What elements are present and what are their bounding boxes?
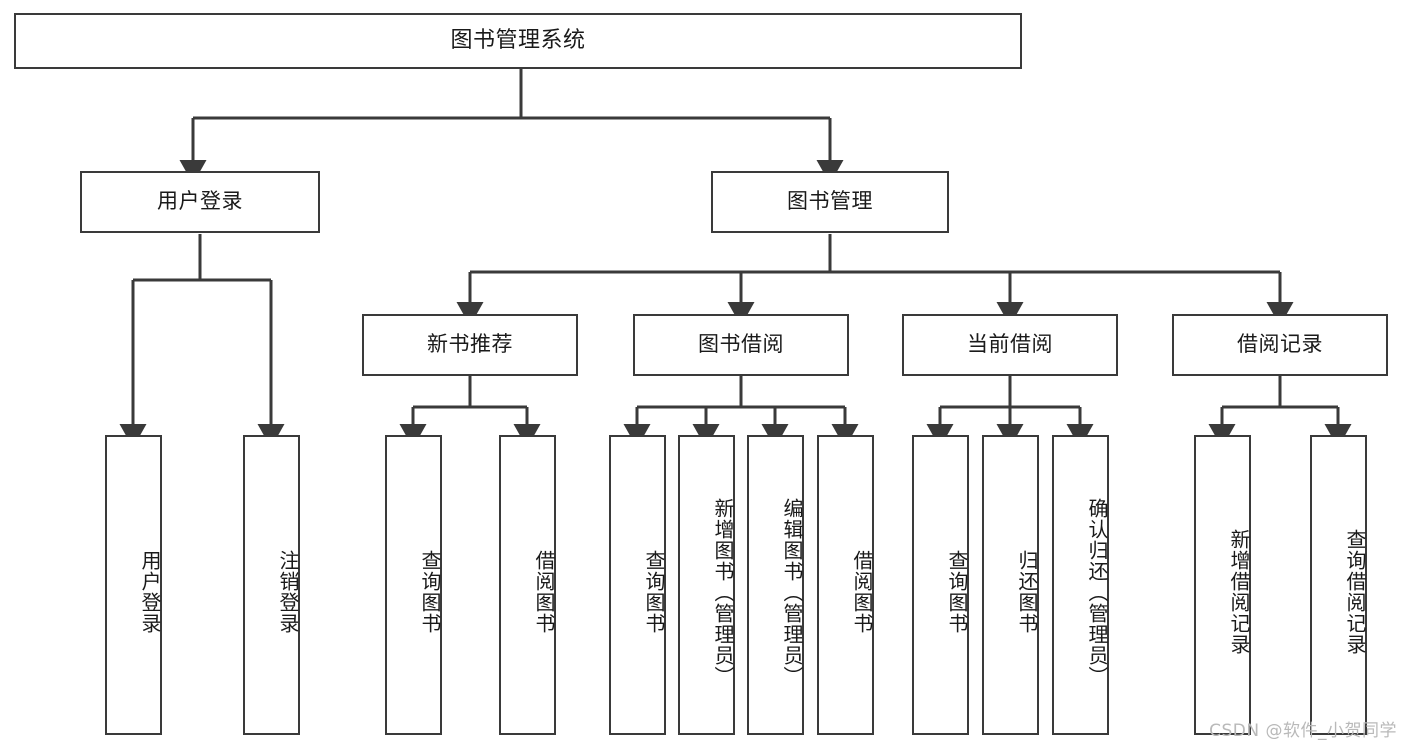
- node-label: 借阅图书: [850, 550, 874, 634]
- node-label: 查询图书: [945, 550, 969, 634]
- leaf-new-book-query[interactable]: 查询图书: [385, 435, 442, 735]
- leaf-user-login-logout[interactable]: 注销登录: [243, 435, 300, 735]
- edges-new-book: [399, 376, 541, 448]
- node-label: 图书管理: [787, 189, 873, 214]
- edges-book-manage: [456, 234, 1294, 326]
- node-label: 图书借阅: [698, 332, 784, 357]
- node-book-management[interactable]: 图书管理: [711, 171, 949, 233]
- node-label: 借阅记录: [1237, 332, 1323, 357]
- node-current-borrow[interactable]: 当前借阅: [902, 314, 1118, 376]
- node-label: 用户登录: [157, 189, 243, 214]
- edges-book-borrow: [623, 376, 859, 448]
- leaf-current-borrow-confirm-return[interactable]: 确认归还（管理员）: [1052, 435, 1109, 735]
- leaf-current-borrow-return[interactable]: 归还图书: [982, 435, 1039, 735]
- edges-user-login: [119, 234, 285, 448]
- node-label: 新增图书（管理员）: [711, 497, 735, 687]
- watermark-text: CSDN @软件_小贺同学: [1209, 721, 1397, 741]
- node-new-book-recommend[interactable]: 新书推荐: [362, 314, 578, 376]
- node-label: 当前借阅: [967, 332, 1053, 357]
- node-label: 注销登录: [276, 550, 300, 634]
- node-label: 查询借阅记录: [1343, 529, 1367, 655]
- node-label: 借阅图书: [532, 550, 556, 634]
- leaf-borrow-record-add[interactable]: 新增借阅记录: [1194, 435, 1251, 735]
- leaf-borrow-record-query[interactable]: 查询借阅记录: [1310, 435, 1367, 735]
- edges-borrow-record: [1208, 376, 1352, 448]
- node-label: 查询图书: [418, 550, 442, 634]
- edges-root: [179, 69, 844, 184]
- node-label: 查询图书: [642, 550, 666, 634]
- node-label: 图书管理系统: [450, 27, 586, 53]
- leaf-book-borrow-borrow[interactable]: 借阅图书: [817, 435, 874, 735]
- node-borrow-record[interactable]: 借阅记录: [1172, 314, 1388, 376]
- node-label: 新书推荐: [427, 332, 513, 357]
- node-book-borrow[interactable]: 图书借阅: [633, 314, 849, 376]
- leaf-user-login-login[interactable]: 用户登录: [105, 435, 162, 735]
- node-label: 用户登录: [138, 550, 162, 634]
- node-label: 编辑图书（管理员）: [780, 497, 804, 687]
- node-label: 新增借阅记录: [1227, 529, 1251, 655]
- node-user-login[interactable]: 用户登录: [80, 171, 320, 233]
- edges-current-borrow: [926, 376, 1094, 448]
- leaf-book-borrow-edit[interactable]: 编辑图书（管理员）: [747, 435, 804, 735]
- leaf-book-borrow-add[interactable]: 新增图书（管理员）: [678, 435, 735, 735]
- leaf-book-borrow-query[interactable]: 查询图书: [609, 435, 666, 735]
- node-root-system[interactable]: 图书管理系统: [14, 13, 1022, 69]
- leaf-new-book-borrow[interactable]: 借阅图书: [499, 435, 556, 735]
- node-label: 确认归还（管理员）: [1085, 497, 1109, 687]
- node-label: 归还图书: [1015, 550, 1039, 634]
- leaf-current-borrow-query[interactable]: 查询图书: [912, 435, 969, 735]
